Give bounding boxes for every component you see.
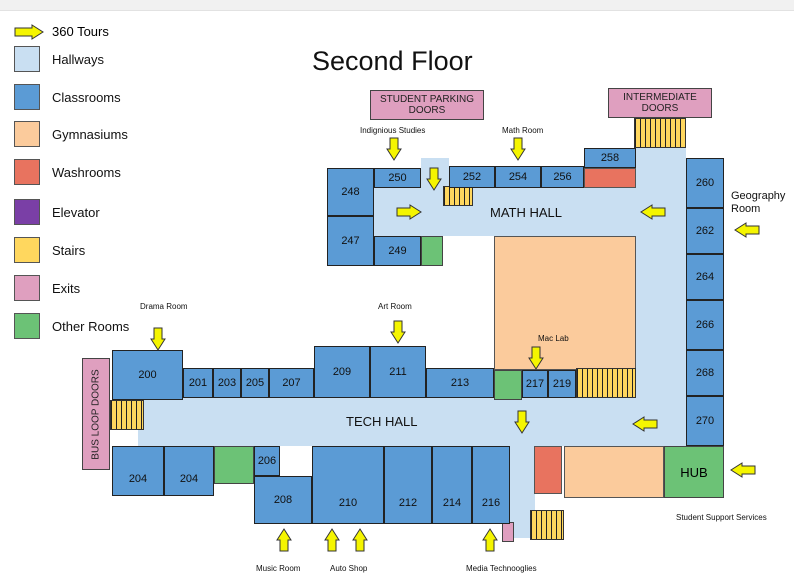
room-268[interactable]: 268 xyxy=(686,350,724,396)
room-247[interactable]: 247 xyxy=(327,216,374,266)
math-hall-label: MATH HALL xyxy=(490,205,562,220)
arrow-icon[interactable] xyxy=(632,416,658,432)
other-room-tech-south[interactable] xyxy=(214,446,254,484)
room-200[interactable]: 200 xyxy=(112,350,183,400)
label-art-room: Art Room xyxy=(378,302,412,311)
arrow-icon[interactable] xyxy=(510,137,526,161)
room-206[interactable]: 206 xyxy=(254,446,280,476)
arrow-icon[interactable] xyxy=(150,327,166,351)
browser-top-strip xyxy=(0,0,794,11)
room-209[interactable]: 209 xyxy=(314,346,370,398)
room-249[interactable]: 249 xyxy=(374,236,421,266)
arrow-icon[interactable] xyxy=(396,204,422,220)
label-geography-room: Geography Room xyxy=(731,190,786,215)
arrow-icon[interactable] xyxy=(734,222,760,238)
room-216[interactable]: 216 xyxy=(472,446,510,524)
label-media-technologies: Media Technooglies xyxy=(466,564,537,573)
hub-label: HUB xyxy=(680,464,708,480)
label-music-room: Music Room xyxy=(256,564,301,573)
room-201[interactable]: 201 xyxy=(183,368,213,398)
label-mac-lab: Mac Lab xyxy=(538,334,569,343)
stairs-intermediate[interactable] xyxy=(634,118,686,148)
page-title: Second Floor xyxy=(312,46,473,76)
other-room-249-side[interactable] xyxy=(421,236,443,266)
label-indigenous-studies: Indignious Studies xyxy=(360,126,426,135)
gymnasium-south[interactable] xyxy=(564,446,664,498)
bus-loop-doors[interactable]: BUS LOOP DOORS xyxy=(82,358,110,470)
tech-hall-label: TECH HALL xyxy=(346,414,418,429)
label-auto-shop: Auto Shop xyxy=(330,564,368,573)
stairs-bus-loop[interactable] xyxy=(110,400,144,430)
exit-south-small[interactable] xyxy=(502,522,514,542)
label-math-room: Math Room xyxy=(502,126,544,135)
arrow-icon[interactable] xyxy=(640,204,666,220)
room-248[interactable]: 248 xyxy=(327,168,374,216)
other-room-tech-north[interactable] xyxy=(494,370,522,400)
east-hall-upper xyxy=(636,148,686,178)
room-214[interactable]: 214 xyxy=(432,446,472,524)
room-212[interactable]: 212 xyxy=(384,446,432,524)
arrow-icon[interactable] xyxy=(390,320,406,344)
label-drama-room: Drama Room xyxy=(140,302,188,311)
room-254[interactable]: 254 xyxy=(495,166,541,188)
arrow-icon[interactable] xyxy=(482,528,498,552)
room-266[interactable]: 266 xyxy=(686,300,724,350)
arrow-icon[interactable] xyxy=(386,137,402,161)
math-hall[interactable] xyxy=(374,188,686,236)
hub[interactable]: HUB xyxy=(664,446,724,498)
room-208[interactable]: 208 xyxy=(254,476,312,524)
room-210[interactable]: 210 xyxy=(312,446,384,524)
arrow-icon[interactable] xyxy=(730,462,756,478)
room-205[interactable]: 205 xyxy=(241,368,269,398)
gymnasium-main[interactable] xyxy=(494,236,636,370)
room-204-east[interactable]: 204 xyxy=(164,446,214,496)
arrow-icon[interactable] xyxy=(426,167,442,191)
bus-loop-doors-label: BUS LOOP DOORS xyxy=(90,368,102,460)
student-parking-doors[interactable]: STUDENT PARKING DOORS xyxy=(370,90,484,120)
stairs-south[interactable] xyxy=(530,510,564,540)
intermediate-doors[interactable]: INTERMEDIATE DOORS xyxy=(608,88,712,118)
room-256[interactable]: 256 xyxy=(541,166,584,188)
room-219[interactable]: 219 xyxy=(548,370,576,398)
stairs-math[interactable] xyxy=(443,186,473,206)
room-260[interactable]: 260 xyxy=(686,158,724,208)
washroom-upper[interactable] xyxy=(584,168,636,188)
room-207[interactable]: 207 xyxy=(269,368,314,398)
tech-hall[interactable] xyxy=(138,398,686,446)
arrow-icon xyxy=(14,24,44,40)
room-250[interactable]: 250 xyxy=(374,168,421,188)
arrow-icon[interactable] xyxy=(276,528,292,552)
room-217[interactable]: 217 xyxy=(522,370,548,398)
room-211[interactable]: 211 xyxy=(370,346,426,398)
washroom-lower[interactable] xyxy=(534,446,562,494)
room-270[interactable]: 270 xyxy=(686,396,724,446)
room-264[interactable]: 264 xyxy=(686,254,724,300)
arrow-icon[interactable] xyxy=(514,410,530,434)
room-262[interactable]: 262 xyxy=(686,208,724,254)
stairs-mac[interactable] xyxy=(576,368,636,398)
room-204-west[interactable]: 204 xyxy=(112,446,164,496)
arrow-icon[interactable] xyxy=(528,346,544,370)
room-203[interactable]: 203 xyxy=(213,368,241,398)
legend-tours-label: 360 Tours xyxy=(52,24,109,39)
room-252[interactable]: 252 xyxy=(449,166,495,188)
arrow-icon[interactable] xyxy=(352,528,368,552)
room-258[interactable]: 258 xyxy=(584,148,636,168)
label-student-support-services: Student Support Services xyxy=(676,513,767,522)
arrow-icon[interactable] xyxy=(324,528,340,552)
room-213[interactable]: 213 xyxy=(426,368,494,398)
